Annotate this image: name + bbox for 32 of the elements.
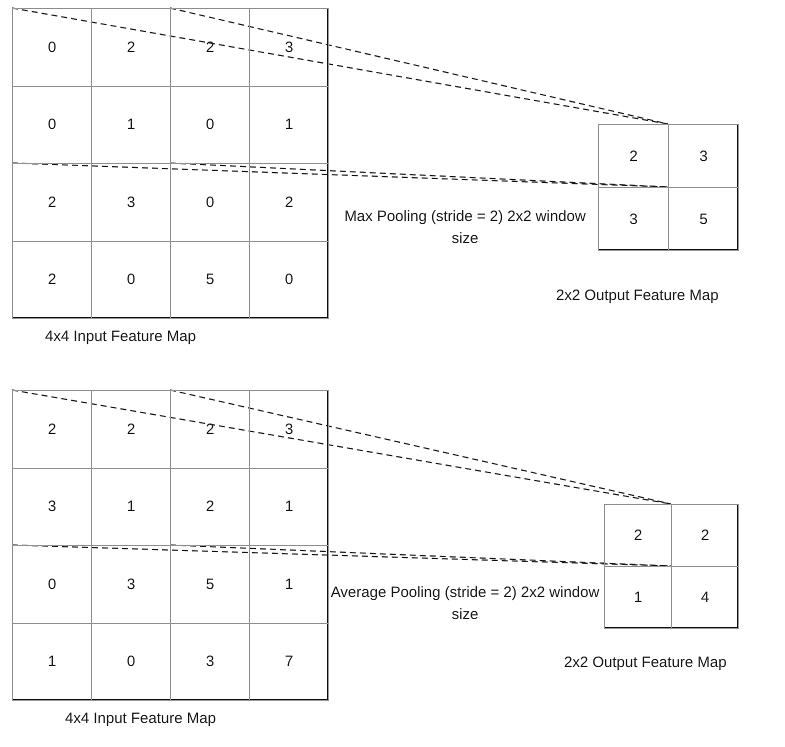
table-cell: 1 (12, 622, 92, 701)
feature-map-grid (604, 504, 738, 628)
pooling-note: Max Pooling (stride = 2) 2x2 window size (343, 207, 587, 249)
map-caption: 2x2 Output Feature Map (564, 654, 727, 671)
grid-cell: 2 (604, 504, 672, 567)
grid-cell: 2 (671, 504, 739, 567)
projection-line (12, 7, 668, 125)
table-cell: 2 (12, 390, 92, 468)
feature-map-grid (598, 124, 738, 250)
grid-cell: 5 (668, 187, 739, 251)
table-cell: 7 (249, 622, 329, 701)
feature-map-grid (12, 390, 328, 700)
projection-line (170, 389, 672, 505)
map-caption: 4x4 Input Feature Map (45, 328, 196, 345)
table-cell: 2 (12, 240, 92, 319)
grid-cell: 3 (598, 187, 669, 251)
feature-map-grid (12, 8, 328, 318)
projection-line (170, 544, 672, 567)
grid-cell: 4 (671, 566, 739, 629)
table-cell: 3 (249, 8, 329, 86)
projection-line (12, 162, 668, 188)
pooling-note: Average Pooling (stride = 2) 2x2 window size (330, 583, 600, 625)
projection-line (170, 7, 668, 125)
grid-cell: 2 (598, 124, 669, 188)
grid-cell: 3 (668, 124, 739, 188)
grid-cell: 1 (604, 566, 672, 629)
table-cell: 0 (12, 8, 92, 86)
map-caption: 4x4 Input Feature Map (65, 710, 216, 727)
map-caption: 2x2 Output Feature Map (556, 287, 719, 304)
projection-line (170, 162, 668, 188)
table-cell: 0 (249, 240, 329, 319)
table-cell: 3 (249, 390, 329, 468)
